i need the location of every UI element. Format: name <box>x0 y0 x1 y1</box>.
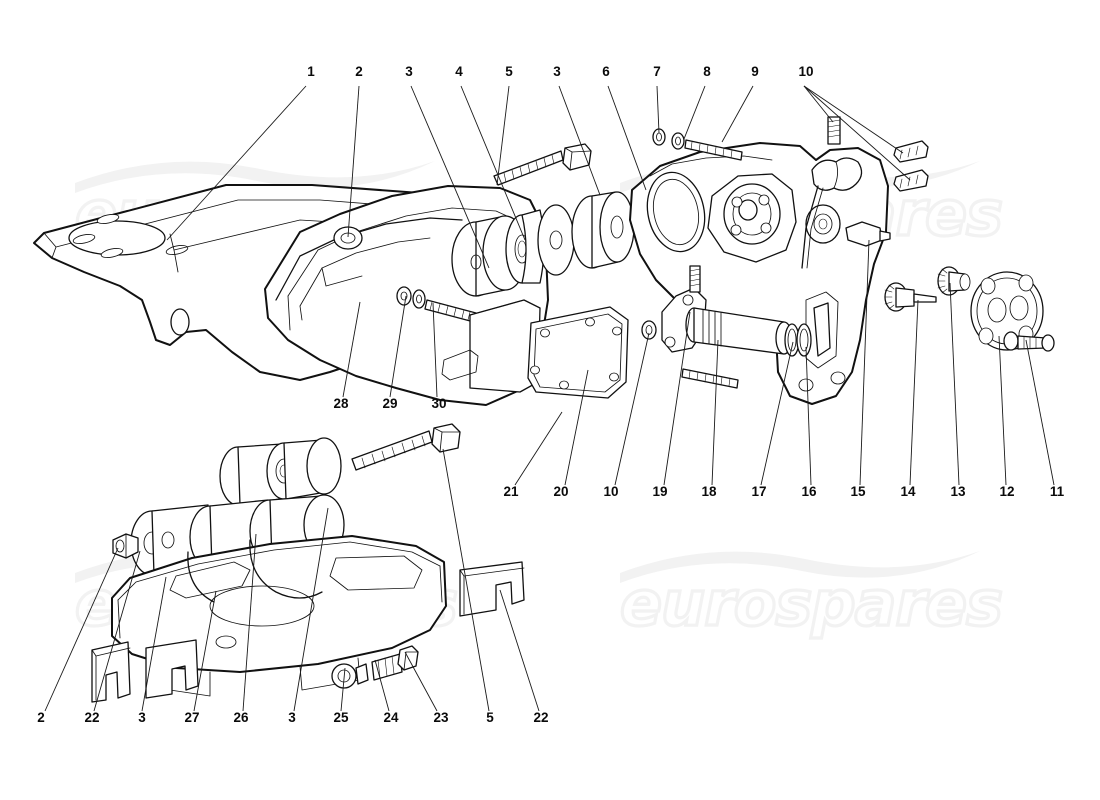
callout-leader-line <box>514 411 563 486</box>
callout-leader-line <box>166 85 307 241</box>
callout-number: 20 <box>553 484 568 499</box>
callout-number: 29 <box>382 396 397 411</box>
callout-leader-line <box>803 85 911 181</box>
callout-number: 14 <box>900 484 916 499</box>
drive-flange-plate <box>970 271 1055 352</box>
callout-number: 22 <box>533 710 548 725</box>
callout-leader-line <box>342 301 361 398</box>
callout-leader-line <box>44 547 119 712</box>
watermark-swoosh <box>75 161 435 193</box>
lower-mount-bracket-assembly <box>91 423 525 703</box>
callout-number: 1 <box>307 64 315 79</box>
callout-number: 2 <box>355 64 363 79</box>
callout-leader-line <box>614 332 650 486</box>
callout-number: 30 <box>431 396 446 411</box>
callout-leader-line <box>805 346 812 486</box>
callout-number: 3 <box>288 710 296 725</box>
cover-plate <box>527 306 629 399</box>
callout-leader-line <box>410 85 490 269</box>
callout-number: 2 <box>37 710 45 725</box>
callout-leader-line <box>93 550 141 712</box>
callout-leader-line <box>564 369 589 486</box>
callout-number: 6 <box>602 64 610 79</box>
callout-number: 10 <box>798 64 813 79</box>
callout-leader-line <box>683 85 706 140</box>
callout-leader-line <box>404 651 438 712</box>
callout-number: 16 <box>801 484 817 499</box>
callout-number: 5 <box>486 710 494 725</box>
callout-number: 3 <box>138 710 146 725</box>
watermark: eurospares <box>618 551 1005 642</box>
callout-number: 27 <box>184 710 199 725</box>
callout-number: 3 <box>553 64 561 79</box>
callout-leader-line <box>1025 339 1055 486</box>
hex-bolt-upper <box>493 143 592 186</box>
callout-number: 28 <box>333 396 349 411</box>
callout-number: 26 <box>233 710 249 725</box>
callout-number: 13 <box>950 484 966 499</box>
callout-number: 17 <box>751 484 766 499</box>
upper-fastener-cluster <box>652 116 929 192</box>
callout-leader-line <box>711 339 719 486</box>
callout-number: 3 <box>405 64 413 79</box>
callout-number: 22 <box>84 710 99 725</box>
callout-leader-line <box>374 659 390 712</box>
callout-leader-line <box>760 341 794 486</box>
callout-number: 5 <box>505 64 513 79</box>
callout-leader-line <box>721 85 754 143</box>
callout-leader-line <box>663 311 691 486</box>
differential-housing <box>629 142 891 405</box>
callout-leader-line <box>909 299 919 486</box>
callout-number: 8 <box>703 64 711 79</box>
callout-leader-line <box>193 590 217 712</box>
callout-number: 21 <box>503 484 519 499</box>
callout-leader-line <box>496 85 510 186</box>
callout-number: 24 <box>383 710 399 725</box>
bushing-damper-set-upper <box>451 191 635 297</box>
callout-leader-line <box>242 533 257 712</box>
callout-number: 19 <box>652 484 667 499</box>
callout-number: 18 <box>701 484 717 499</box>
callout-leader-line <box>389 295 407 398</box>
callout-number: 25 <box>333 710 349 725</box>
callout-leader-line <box>607 85 647 191</box>
leader-lines-layer <box>44 85 1055 712</box>
callout-number: 23 <box>433 710 449 725</box>
callout-number: 15 <box>850 484 866 499</box>
callout-leader-line <box>558 85 601 196</box>
callout-leader-line <box>859 239 870 486</box>
callout-leader-line <box>803 85 904 154</box>
callout-number: 4 <box>455 64 463 79</box>
callout-leader-line <box>141 576 167 712</box>
callout-leader-line <box>442 448 490 712</box>
callout-number: 9 <box>751 64 759 79</box>
watermark-swoosh <box>620 551 980 583</box>
pinion-and-flange-group <box>884 266 1055 352</box>
callout-number: 10 <box>603 484 618 499</box>
watermark-text: eurospares <box>620 567 1002 640</box>
callout-leader-line <box>460 85 526 241</box>
callout-number: 12 <box>999 484 1014 499</box>
pinion-gear-left <box>884 282 937 312</box>
callout-leader-line <box>656 85 660 134</box>
pinion-gear-right <box>937 266 971 296</box>
callout-leader-line <box>347 85 360 238</box>
callout-leader-line <box>998 335 1007 486</box>
callout-leader-line <box>432 302 438 398</box>
callout-leader-line <box>949 282 960 486</box>
output-shaft-assembly <box>641 265 812 389</box>
callout-leader-line <box>293 507 329 712</box>
callout-number: 11 <box>1050 484 1065 499</box>
callout-leader-line <box>340 667 346 712</box>
parts-geometry-layer <box>33 116 1055 703</box>
callout-number: 7 <box>653 64 661 79</box>
callout-leader-line <box>499 589 540 712</box>
callout-leader-line <box>803 85 834 123</box>
